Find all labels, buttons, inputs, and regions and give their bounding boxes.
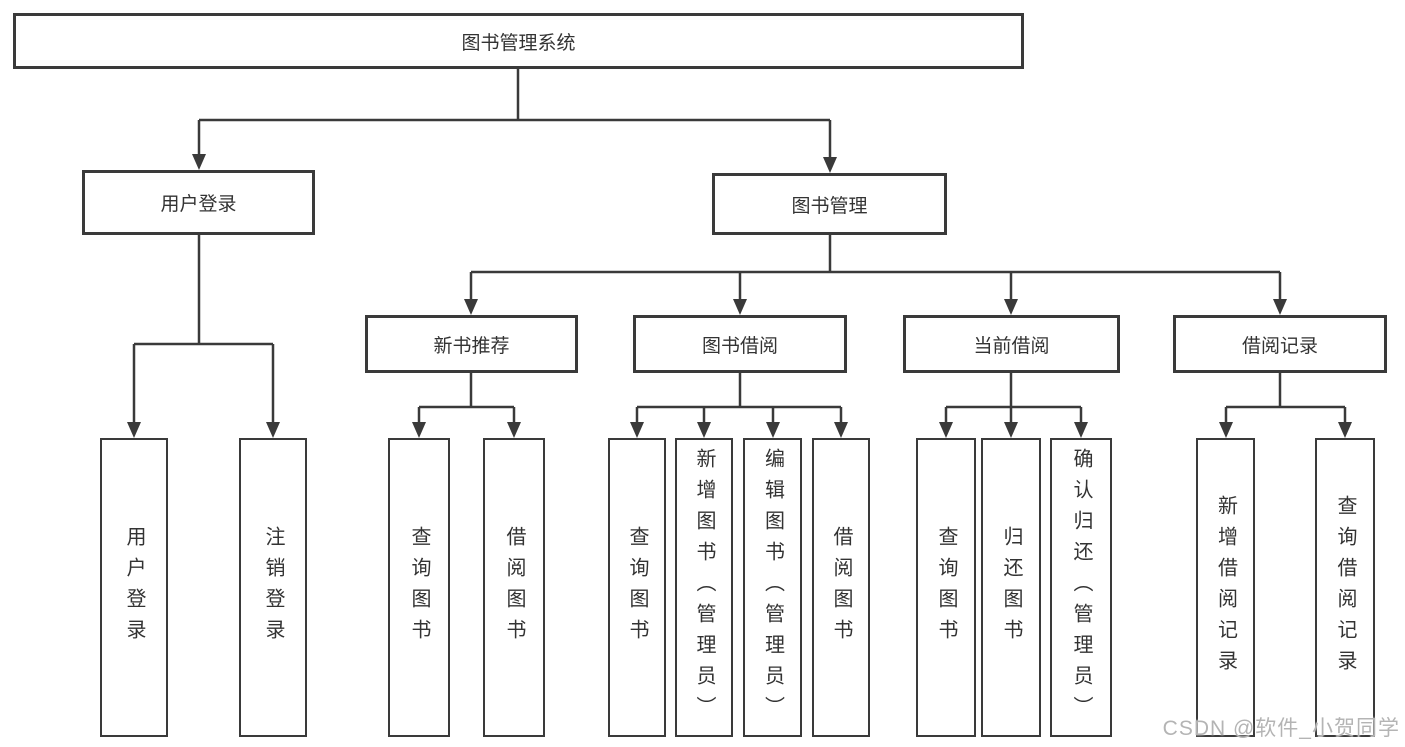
node-borrowing-records: 借阅记录: [1173, 315, 1387, 373]
arrow-down-markers: [127, 154, 1352, 438]
leaf-borrow-edit-books-admin: 编辑图书（管理员）: [743, 438, 802, 737]
node-book-management: 图书管理: [712, 173, 947, 235]
leaf-borrow-borrow-books: 借阅图书: [812, 438, 870, 737]
watermark: CSDN @软件_小贺同学: [1162, 717, 1400, 740]
node-book-borrowing: 图书借阅: [633, 315, 847, 373]
leaf-user-login: 用户登录: [100, 438, 168, 737]
node-library-management-system: 图书管理系统: [13, 13, 1024, 69]
leaf-records-query-borrow-record: 查询借阅记录: [1315, 438, 1375, 737]
leaf-logout: 注销登录: [239, 438, 307, 737]
leaf-newbook-query-books: 查询图书: [388, 438, 450, 737]
node-new-book-recommendation: 新书推荐: [365, 315, 578, 373]
leaf-records-add-borrow-record: 新增借阅记录: [1196, 438, 1255, 737]
node-current-borrowing: 当前借阅: [903, 315, 1120, 373]
leaf-current-return-books: 归还图书: [981, 438, 1041, 737]
leaf-current-confirm-return-admin: 确认归还（管理员）: [1050, 438, 1112, 737]
leaf-borrow-query-books: 查询图书: [608, 438, 666, 737]
node-user-login: 用户登录: [82, 170, 315, 235]
leaf-current-query-books: 查询图书: [916, 438, 976, 737]
leaf-newbook-borrow-books: 借阅图书: [483, 438, 545, 737]
leaf-borrow-add-books-admin: 新增图书（管理员）: [675, 438, 733, 737]
